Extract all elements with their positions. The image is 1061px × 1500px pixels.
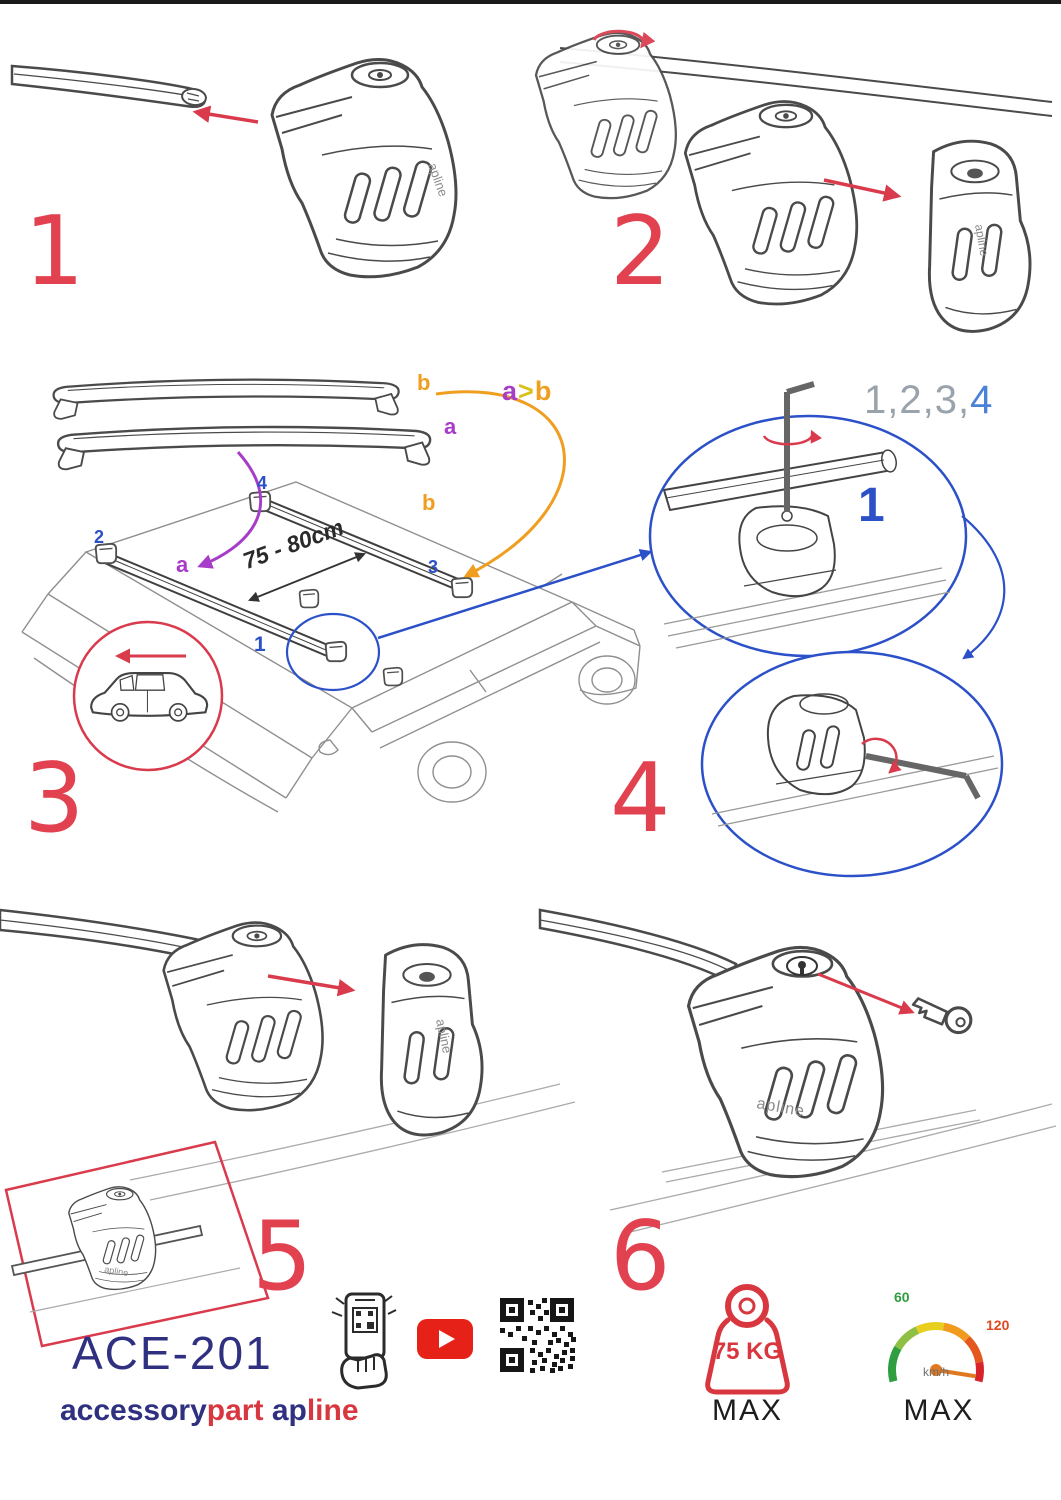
red-arrow-attach-cover (267, 974, 356, 997)
step-2-number: 2 (610, 197, 671, 307)
blue-connector-curve (961, 515, 1006, 660)
section-divider (0, 0, 1061, 4)
position-1-label: 1 (254, 633, 266, 656)
red-arrow-insert-bar (192, 105, 259, 124)
car-roof-illustration (21, 481, 641, 813)
phone-qr-scan-icon (331, 1292, 397, 1390)
brand-line: line (306, 1394, 359, 1427)
weight-limit-icon (705, 1284, 790, 1395)
roof-bar-a-label: a (176, 552, 189, 577)
position-4-label: 4 (257, 473, 268, 493)
brand-wordmark: accessorypart apline (60, 1396, 359, 1426)
foot-clamp-illustration (683, 100, 859, 306)
steps-5-6-illustration: apline apline apline (0, 908, 1057, 1348)
steps-1-2-illustration: apline apline (10, 29, 1053, 333)
steps-3-4-illustration (21, 378, 1006, 878)
brand-space (263, 1394, 271, 1427)
speed-end-label: 120 (986, 1317, 1010, 1333)
apline-embossed-text: apline (104, 1264, 129, 1278)
key-icon (911, 996, 973, 1035)
bar-a-label: a (444, 414, 457, 439)
red-rotation-arrow (592, 29, 656, 49)
speed-unit-label: km/h (922, 1365, 949, 1379)
red-panel-outline (4, 1140, 270, 1348)
order-b: b (534, 376, 553, 406)
red-arrow-to-key (817, 972, 915, 1015)
hex-key-icon (784, 381, 815, 512)
car-direction-inset (72, 620, 224, 772)
speedometer-needle (934, 1368, 976, 1378)
foot-clamp-ghost-illustration (534, 29, 677, 200)
step-1-number: 1 (24, 197, 85, 307)
position-3-label: 3 (428, 557, 439, 577)
crossbar-b-profile (52, 378, 400, 421)
step-5-number: 5 (252, 1202, 313, 1312)
hex-key-icon (865, 753, 981, 800)
roof-surface-lines (129, 1083, 576, 1201)
foot-clamp-illustration (686, 945, 885, 1179)
apline-embossed-text: apline (433, 1018, 455, 1055)
distance-dimension-arrow (247, 552, 367, 602)
detail-circle-tighten-top (648, 381, 968, 658)
bar-b-label: b (417, 370, 431, 395)
youtube-icon (417, 1319, 473, 1359)
weight-limit-value: 75 KG (712, 1338, 783, 1365)
speed-start-label: 60 (894, 1289, 910, 1305)
roof-bar-b-label: b (422, 490, 436, 515)
foot-clamp-illustration (162, 921, 324, 1112)
crossbar-illustration (538, 908, 738, 984)
roof-crossbars-illustration (94, 490, 474, 687)
sequence-blue: 4 (970, 378, 994, 422)
bar-order-note: a>b (502, 378, 552, 405)
step-4-number: 4 (610, 744, 671, 854)
purple-curve-arrow-a (197, 451, 262, 569)
sequence-gray: 1,2,3, (864, 378, 971, 422)
red-arrow-attach-cover (823, 178, 902, 202)
brand-accessory: accessory (60, 1394, 207, 1427)
step-6-number: 6 (610, 1202, 671, 1312)
brand-part: part (206, 1394, 264, 1427)
red-rotation-arrow (861, 737, 902, 774)
blue-focus-circle (285, 612, 381, 692)
brand-ap: ap (271, 1394, 307, 1427)
position-2-label: 2 (94, 527, 105, 547)
detail-circle-tighten-side (700, 650, 1004, 878)
product-model: ACE-201 (72, 1327, 273, 1379)
lock-keyhole (786, 956, 818, 976)
step-3-number: 3 (24, 744, 85, 854)
weight-max-label: MAX (711, 1394, 783, 1427)
tighten-sequence-label: 1,2,3,4 (864, 380, 993, 420)
order-a: a (502, 376, 519, 406)
speedometer-icon (888, 1322, 984, 1383)
orange-curve-arrow-b (435, 390, 566, 578)
red-rotation-arrow (762, 429, 822, 446)
zoom-panel: apline (4, 1140, 270, 1348)
order-gt: > (518, 376, 535, 406)
crossbar-a-profile (56, 425, 432, 471)
apline-embossed-text: apline (972, 223, 991, 257)
foot-cover-illustration (379, 943, 484, 1137)
speed-max-label: MAX (903, 1394, 975, 1427)
detail-step-number: 1 (858, 479, 885, 532)
crossbar-illustration (10, 64, 207, 108)
qr-code (500, 1298, 576, 1373)
blue-arrow-to-detail (377, 549, 653, 640)
